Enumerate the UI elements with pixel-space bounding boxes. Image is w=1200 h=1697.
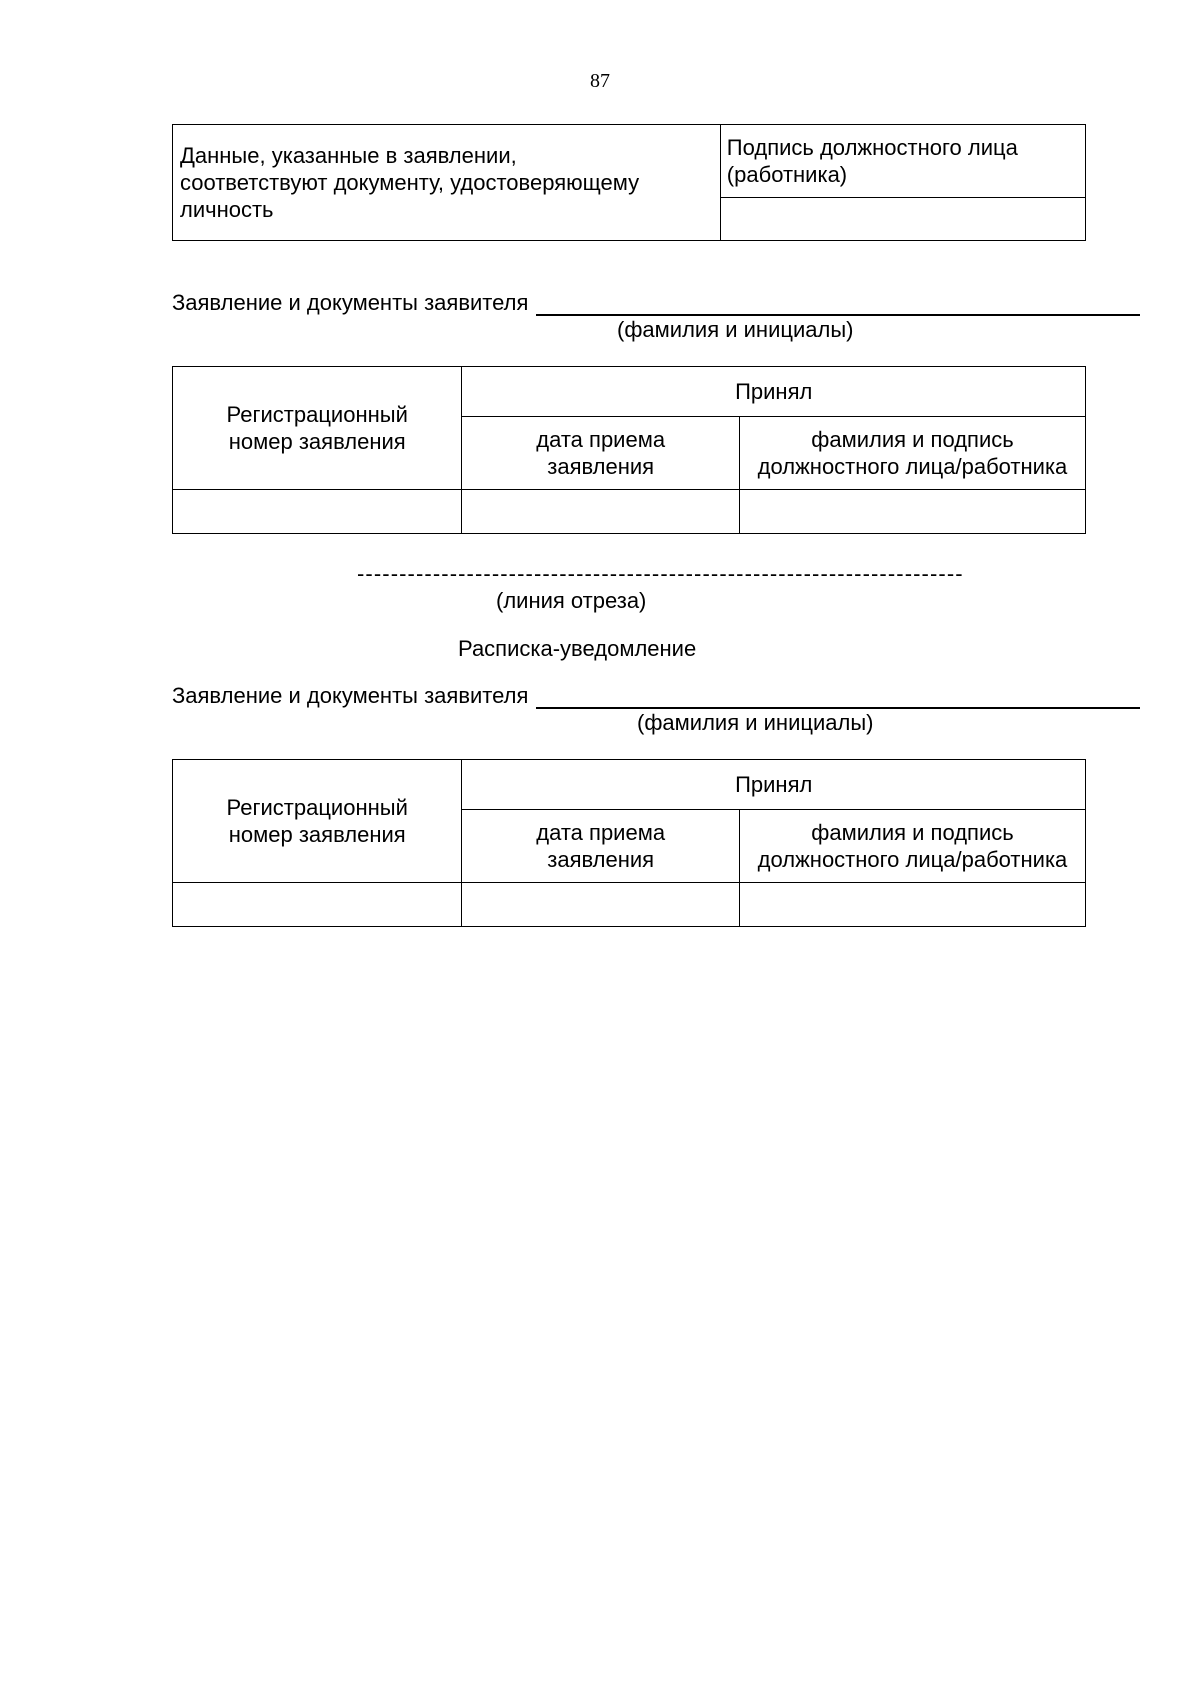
- applicant-documents-label: Заявление и документы заявителя: [172, 683, 529, 708]
- official-header-cell: фамилия и подпись должностного лица/рабо…: [738, 809, 1087, 883]
- official-header-cell: фамилия и подпись должностного лица/рабо…: [738, 416, 1087, 490]
- cut-line-dashes: ----------------------------------------…: [357, 561, 964, 586]
- official-signature-header-cell: Подпись должностного лица (работника): [719, 124, 1087, 198]
- date-header-cell: дата приема заявления: [461, 416, 740, 490]
- cut-line-caption: (линия отреза): [496, 588, 647, 613]
- fio-caption: (фамилия и инициалы): [617, 317, 854, 342]
- applicant-name-field[interactable]: [536, 684, 1140, 709]
- accepted-header-cell: Принял: [461, 759, 1086, 810]
- date-header-cell: дата приема заявления: [461, 809, 740, 883]
- signature-input-cell[interactable]: [738, 489, 1087, 534]
- signature-input-cell[interactable]: [738, 882, 1087, 927]
- date-input-cell[interactable]: [461, 489, 740, 534]
- reg-number-input-cell[interactable]: [171, 489, 463, 534]
- table-row: дата приема заявления фамилия и подпись …: [173, 809, 1087, 883]
- table-row: Регистрационный номер заявления Принял: [171, 759, 1086, 883]
- table-row: [171, 489, 1087, 534]
- applicant-documents-label: Заявление и документы заявителя: [172, 290, 529, 315]
- fio-caption: (фамилия и инициалы): [637, 710, 874, 735]
- applicant-documents-line: Заявление и документы заявителя: [172, 682, 1140, 709]
- table-row: [173, 197, 1087, 241]
- date-input-cell[interactable]: [461, 882, 740, 927]
- table-row: Регистрационный номер заявления Принял: [171, 366, 1086, 490]
- receipt-title: Расписка-уведомление: [458, 636, 697, 661]
- registration-table: Регистрационный номер заявления Принял д…: [171, 759, 1087, 927]
- reg-number-header-cell: Регистрационный номер заявления: [171, 759, 463, 883]
- accepted-header-cell: Принял: [461, 366, 1086, 417]
- verification-statement-cell: Данные, указанные в заявлении, соответст…: [172, 124, 721, 241]
- reg-number-input-cell[interactable]: [171, 882, 463, 927]
- official-signature-input-cell[interactable]: [719, 197, 1087, 241]
- reg-number-header-cell: Регистрационный номер заявления: [171, 366, 463, 490]
- applicant-name-field[interactable]: [536, 291, 1140, 316]
- registration-table: Регистрационный номер заявления Принял д…: [171, 366, 1087, 534]
- table-row: [171, 882, 1087, 927]
- table-row: Данные, указанные в заявлении, соответст…: [172, 124, 1087, 241]
- applicant-documents-line: Заявление и документы заявителя: [172, 289, 1140, 316]
- page-number: 87: [590, 70, 610, 92]
- verification-table: Данные, указанные в заявлении, соответст…: [172, 124, 1087, 241]
